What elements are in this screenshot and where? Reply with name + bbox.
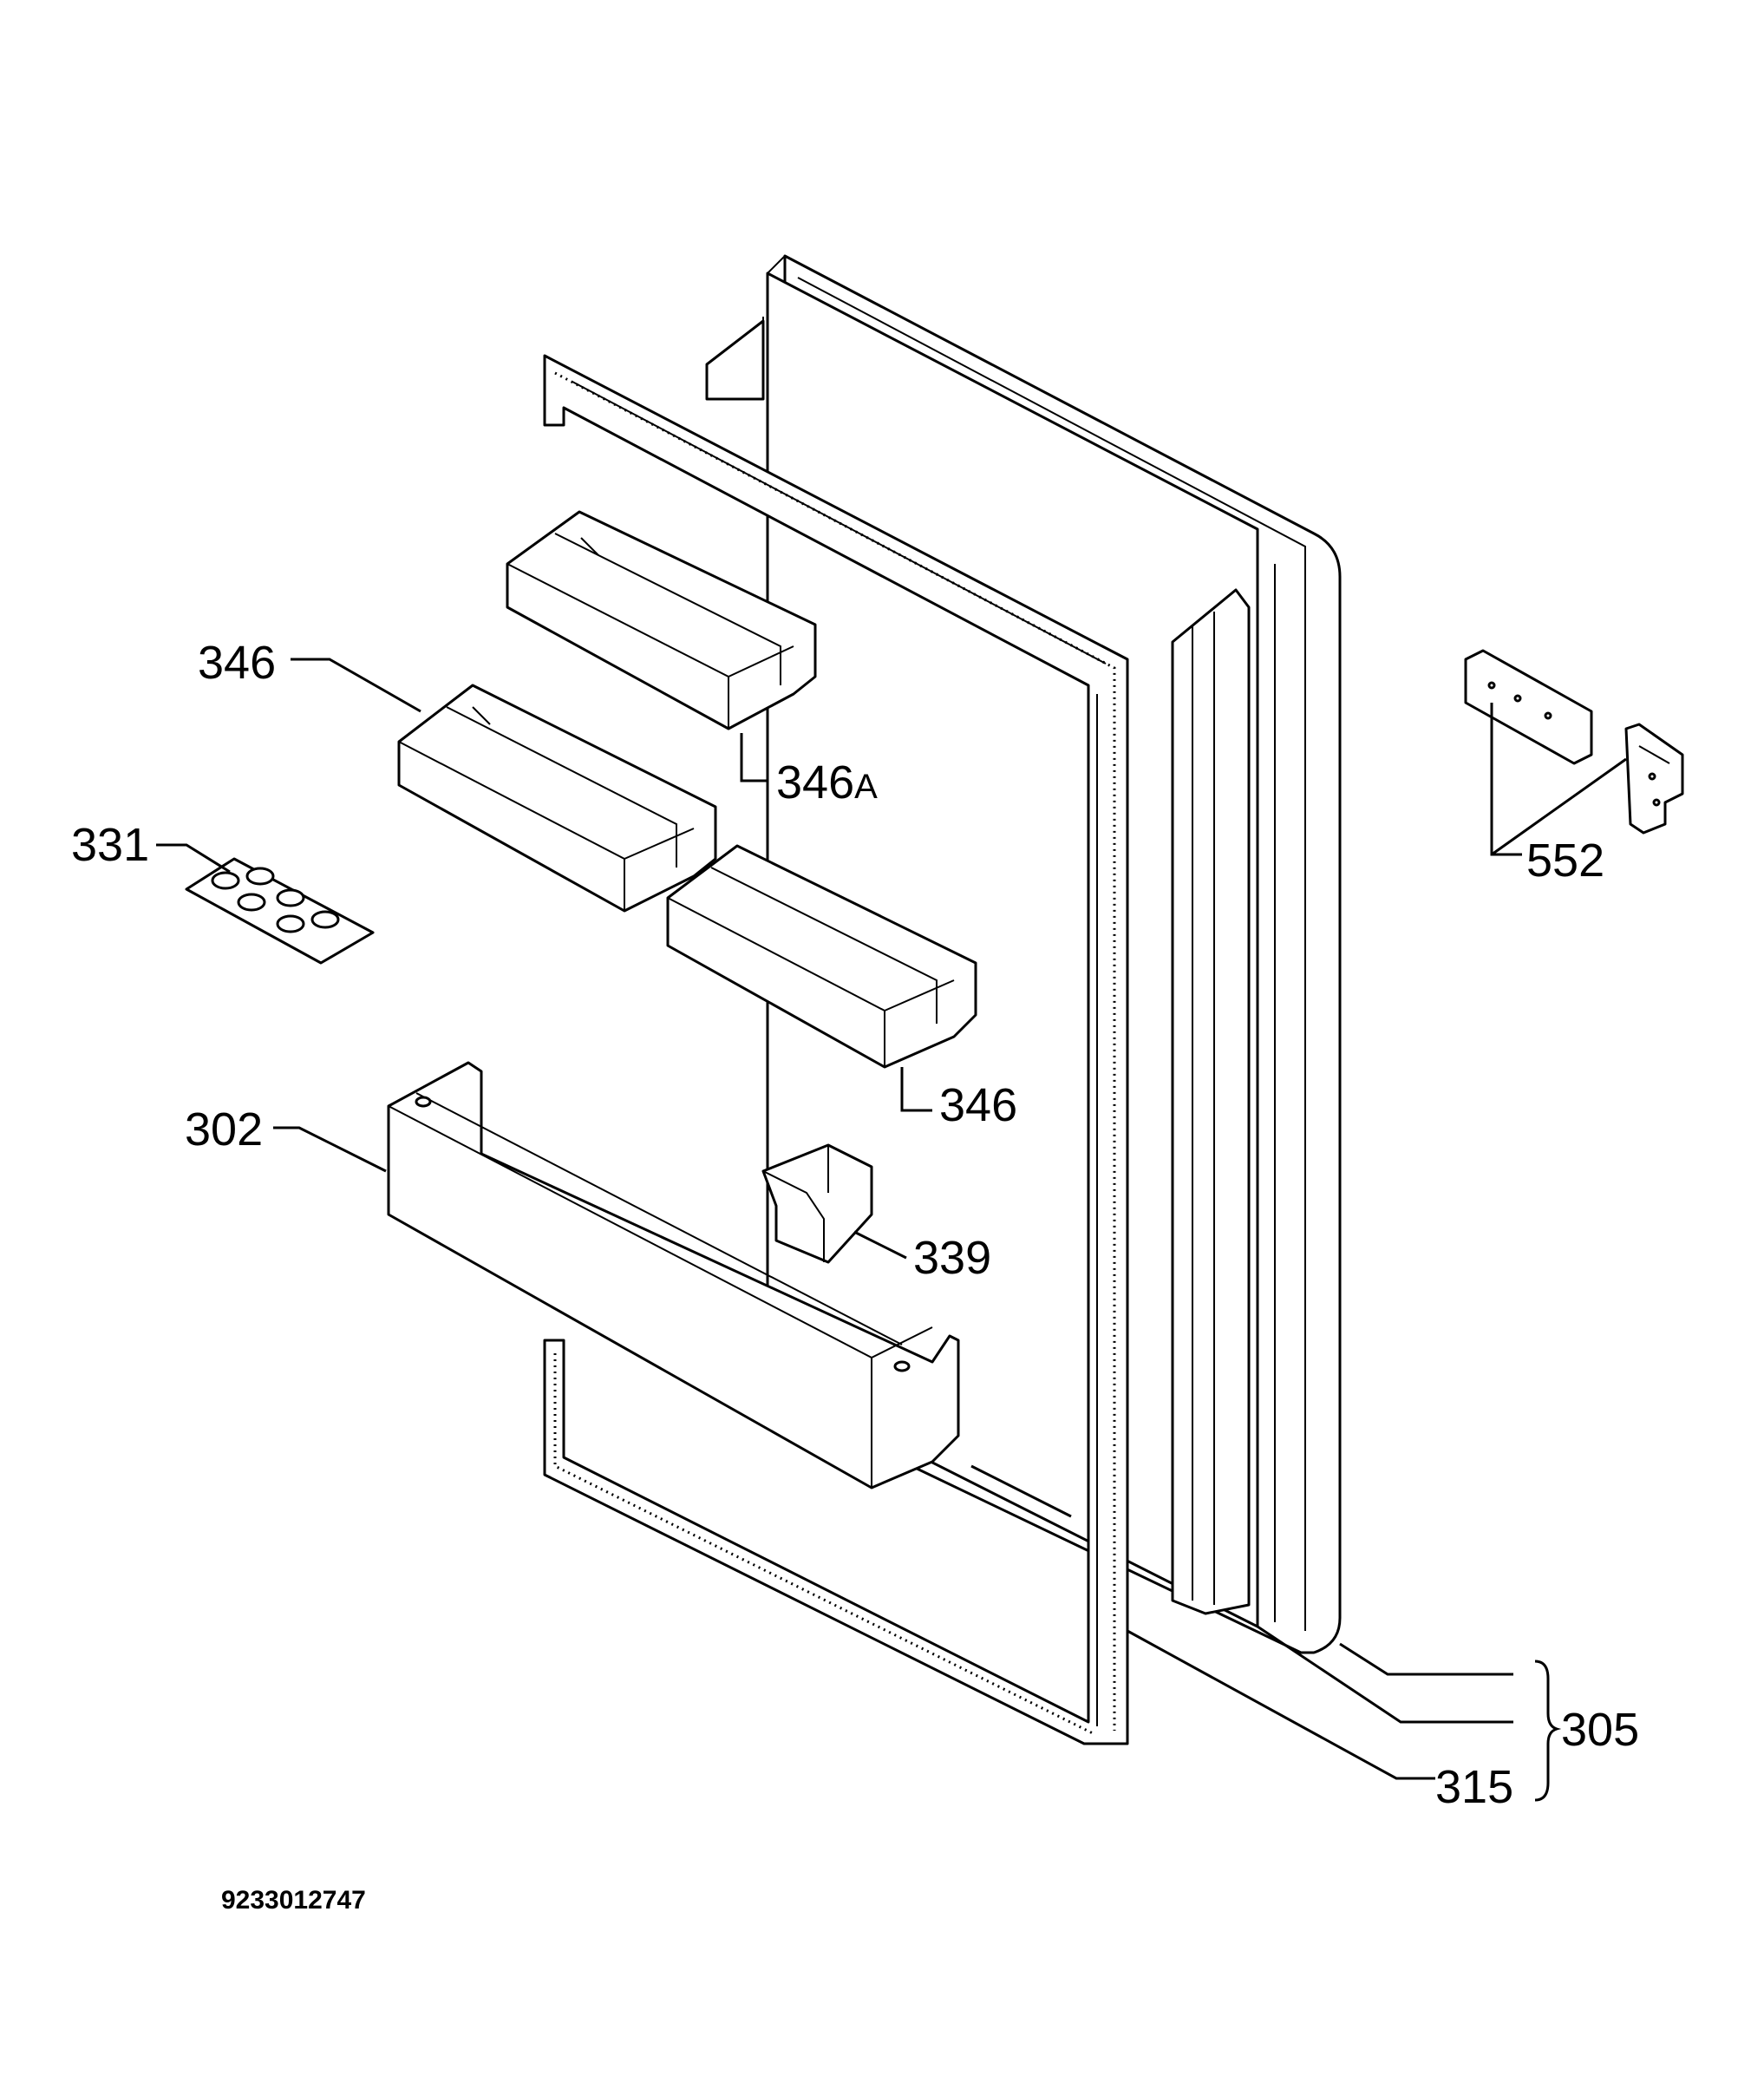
leader-lines <box>156 658 1627 1802</box>
drawing-number: 9233012747 <box>221 1886 366 1915</box>
callout-346-upper: 346 <box>198 637 276 689</box>
hinge-parts <box>1464 649 1684 835</box>
callout-339: 339 <box>913 1232 991 1284</box>
callout-315: 315 <box>1435 1761 1513 1813</box>
door-bin-346-lower <box>666 844 977 1069</box>
callout-331: 331 <box>71 819 149 871</box>
egg-tray <box>185 857 375 965</box>
callout-346-lower: 346 <box>939 1079 1017 1131</box>
door-bin-346a <box>506 510 817 730</box>
door-inner-liner <box>705 319 1251 1615</box>
door-bin-346-upper <box>397 684 717 913</box>
callout-552: 552 <box>1526 835 1604 887</box>
part-339 <box>761 1143 873 1264</box>
door-gasket <box>543 354 1129 1745</box>
callout-labels: 346 346A 331 346 302 339 552 305 315 923… <box>71 637 1639 1915</box>
bottle-shelf <box>387 1061 960 1489</box>
callout-302: 302 <box>185 1103 263 1156</box>
callout-305: 305 <box>1561 1704 1639 1756</box>
callout-346a: 346A <box>776 756 878 809</box>
door-outer-panel <box>762 254 1342 1654</box>
